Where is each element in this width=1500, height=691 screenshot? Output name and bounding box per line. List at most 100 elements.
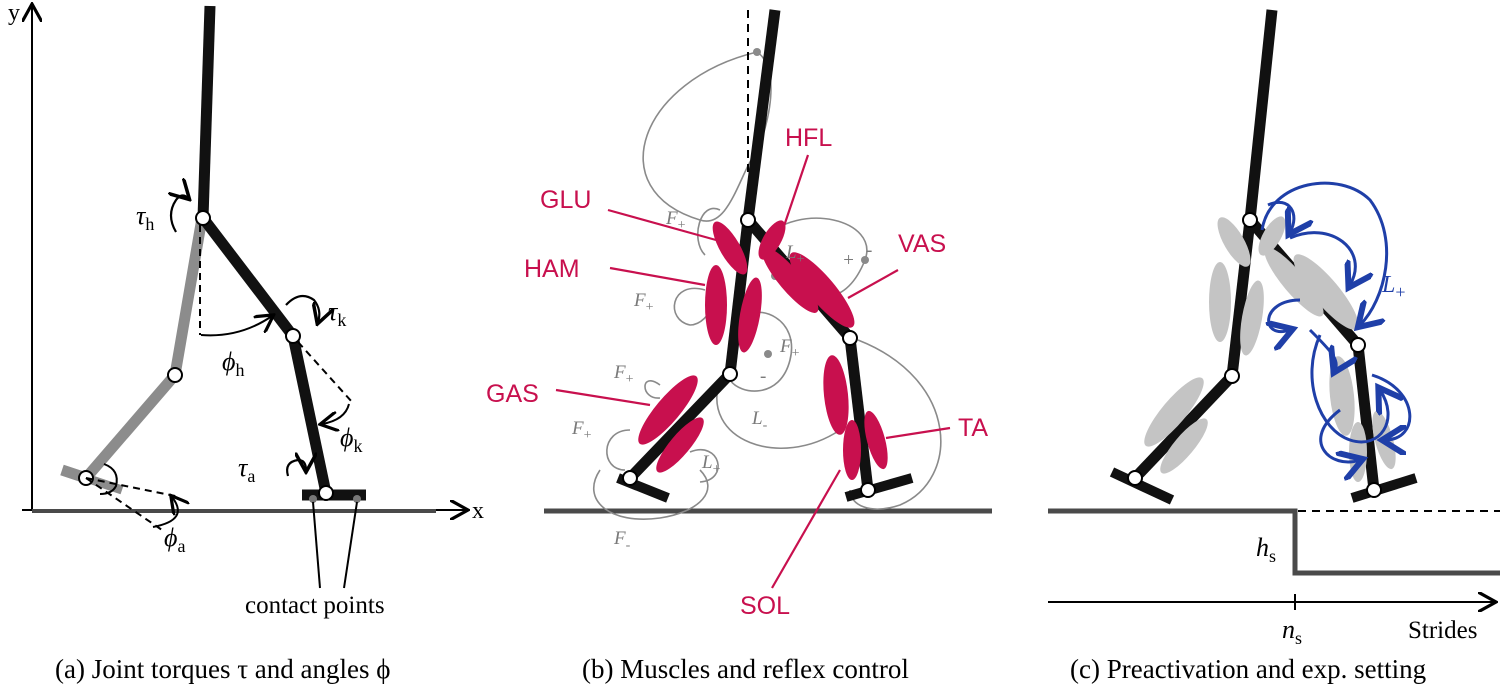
stance-shank-b bbox=[844, 337, 874, 491]
c-muscle-ham bbox=[1209, 262, 1231, 342]
ankle-joint-c bbox=[1366, 482, 1382, 498]
phi-h-arc bbox=[200, 316, 272, 337]
c-muscle-hfl bbox=[1258, 216, 1286, 256]
muscle-glu bbox=[712, 221, 748, 275]
blue-loop-shank bbox=[1310, 334, 1388, 444]
c-muscle-bf bbox=[1240, 280, 1264, 356]
reflex-loop-glu bbox=[697, 207, 721, 256]
reflex-loop-long bbox=[716, 379, 841, 449]
reflex-node-knee bbox=[764, 350, 772, 358]
ground-step bbox=[1048, 508, 1500, 576]
reflex-loop-gas bbox=[644, 380, 661, 399]
preactivation-loops bbox=[1260, 181, 1412, 462]
label-gas: GAS bbox=[486, 380, 539, 408]
stance-foot-b bbox=[844, 473, 914, 502]
swing-ankle-joint-c bbox=[1127, 470, 1143, 486]
blue-loop-knee bbox=[1269, 298, 1301, 332]
reflex-loop-foot bbox=[593, 469, 709, 520]
tau-a-arrow bbox=[286, 460, 306, 477]
tau-h-label: τh bbox=[136, 201, 154, 234]
label-hfl: HFL bbox=[785, 124, 832, 152]
contact-pointer-1 bbox=[312, 501, 321, 589]
blue-loop-ankle bbox=[1371, 373, 1412, 440]
muscle-sol bbox=[823, 355, 849, 435]
swing-shank-b bbox=[626, 370, 734, 482]
knee-joint-c bbox=[1350, 337, 1366, 353]
trunk-c bbox=[1244, 9, 1278, 221]
c-muscle-gas-2 bbox=[1160, 418, 1208, 474]
reflex-sign-minus: - bbox=[866, 240, 872, 261]
muscle-vas bbox=[789, 252, 855, 328]
swing-knee-joint-c bbox=[1224, 368, 1240, 384]
reflex-label-f-plus-3: F+ bbox=[613, 362, 634, 387]
tau-h-arrow bbox=[171, 195, 188, 233]
trunk-b bbox=[742, 9, 781, 221]
reflex-loops bbox=[593, 51, 942, 520]
reflex-node-top bbox=[753, 48, 761, 56]
ankle-reference-dashed-1 bbox=[85, 477, 181, 498]
blue-loop-hip-outer bbox=[1260, 181, 1389, 325]
caption-b: (b) Muscles and reflex control bbox=[582, 654, 909, 684]
reflex-loop-heel bbox=[606, 429, 631, 471]
reflex-sign-plus: + bbox=[842, 250, 855, 271]
hip-joint-b bbox=[740, 212, 756, 228]
reflex-label-f-plus-2: F+ bbox=[633, 290, 654, 315]
ankle-joint-b bbox=[860, 482, 876, 498]
blue-loop-hfl bbox=[1267, 200, 1294, 232]
phi-a-arc bbox=[152, 497, 178, 528]
c-muscle-sol-2 bbox=[1349, 422, 1367, 482]
muscle-ham bbox=[705, 265, 727, 345]
swing-foot-c bbox=[1109, 467, 1175, 505]
knee-joint bbox=[285, 328, 301, 344]
x-axis-label: x bbox=[472, 498, 484, 524]
reflex-label-f-plus-5: F+ bbox=[779, 336, 800, 361]
contact-points-label: contact points bbox=[245, 592, 385, 619]
label-ham: HAM bbox=[524, 255, 580, 283]
muscle-rf bbox=[761, 247, 819, 313]
stance-shank-c bbox=[1352, 344, 1380, 491]
hip-joint-c bbox=[1242, 212, 1258, 228]
preactivated-muscles bbox=[1144, 216, 1396, 482]
panel-c: hs ns Strides bbox=[1048, 9, 1500, 684]
phi-k-arc bbox=[322, 403, 350, 424]
pointer-vas bbox=[847, 269, 899, 299]
reflex-loop-hip-trunk bbox=[642, 51, 772, 222]
swing-knee-joint-b bbox=[722, 366, 738, 382]
knee-joint-b bbox=[842, 330, 858, 346]
panel-b: HFL GLU VAS HAM GAS TA SOL F+ F+ F+ F+ F… bbox=[486, 9, 992, 684]
blue-loop-lower bbox=[1319, 408, 1360, 462]
label-sol: SOL bbox=[740, 592, 790, 620]
reflex-label-f-plus-1: F+ bbox=[665, 208, 686, 233]
reflex-node-vas bbox=[861, 256, 869, 264]
c-muscle-gas bbox=[1144, 377, 1204, 447]
swing-ankle-arc bbox=[99, 463, 118, 495]
pointer-ham bbox=[609, 266, 706, 287]
muscle-group bbox=[638, 220, 888, 480]
pointer-sol bbox=[771, 469, 841, 589]
shank bbox=[287, 334, 332, 495]
knee-reference-dashed bbox=[297, 341, 353, 403]
reflex-loop-ta bbox=[849, 339, 942, 510]
phi-a-label: ϕa bbox=[164, 523, 185, 556]
trunk bbox=[197, 5, 216, 219]
pointer-gas bbox=[555, 388, 651, 407]
pointer-glu bbox=[607, 208, 717, 242]
ns-label: ns bbox=[1282, 615, 1302, 648]
tau-a-label: τa bbox=[238, 453, 255, 486]
reflex-label-f-minus: F- bbox=[613, 528, 631, 553]
strides-label: Strides bbox=[1408, 617, 1477, 644]
contact-point-toe bbox=[353, 495, 361, 503]
c-muscle-vas bbox=[1293, 254, 1359, 330]
swing-thigh-b bbox=[724, 219, 754, 375]
reflex-label-l-minus: L- bbox=[751, 408, 768, 433]
swing-leg bbox=[60, 217, 208, 484]
ankle-joint bbox=[318, 485, 334, 501]
phi-k-label: ϕk bbox=[340, 423, 362, 456]
reflex-label-l-plus-1: L+ bbox=[785, 242, 805, 267]
l-plus-label: L+ bbox=[1381, 272, 1406, 302]
phi-h-label: ϕh bbox=[222, 347, 244, 380]
stance-foot-c bbox=[1350, 473, 1418, 503]
blue-loop-mid bbox=[1308, 328, 1336, 370]
swing-shank-c bbox=[1131, 372, 1236, 482]
muscle-gas-2 bbox=[656, 417, 704, 473]
